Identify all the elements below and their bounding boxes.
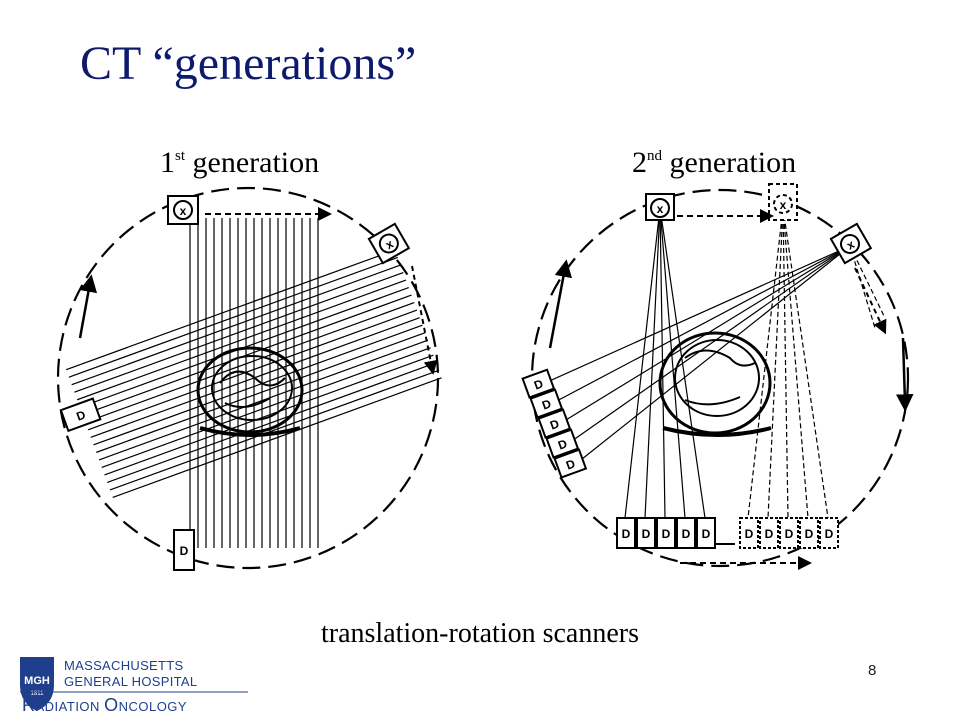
gantry-circle [530,188,910,568]
x-ray-source-translated: x [768,183,798,221]
svg-text:D: D [765,527,774,541]
x-ray-source-top: x [645,193,675,221]
fan-beam-rotated [544,245,851,464]
rotation-arrow-right [895,337,914,412]
fan-beam-rotated-translated [849,245,886,329]
second-generation-heading: 2nd generation [632,148,796,178]
svg-text:x: x [780,198,787,212]
slide-title: CT “generations” [80,37,417,90]
svg-text:x: x [657,202,664,216]
detector-left: D [59,397,102,433]
patient-cross-section [658,331,772,437]
gen1-number: 1 [160,146,175,179]
svg-text:D: D [180,544,189,558]
fan-beam-translated [747,207,829,519]
gen1-suffix: st [175,148,186,164]
detector-array-bottom: D D D D D [616,517,716,549]
gen2-label: generation [662,146,797,179]
translation-arrow-right [854,267,887,335]
logo-line1: MASSACHUSETTS [64,658,184,673]
svg-text:D: D [702,527,711,541]
svg-text:D: D [622,527,631,541]
svg-text:x: x [180,204,187,218]
svg-text:1811: 1811 [31,691,45,697]
tilted-beam-set [65,249,442,499]
gen2-number: 2 [632,146,647,179]
x-ray-source-rotated: x [829,222,873,265]
x-ray-source-rotated: x [367,222,411,265]
rotation-arrow [78,274,98,339]
vertical-beam-set [189,218,319,548]
detector-bottom: D [173,529,195,571]
svg-text:D: D [682,527,691,541]
first-generation-heading: 1st generation [160,148,319,178]
svg-text:D: D [745,527,754,541]
detector-array-left: D D D D D [521,368,588,479]
page-number: 8 [868,662,877,679]
patient-cross-section [196,346,304,437]
logo-line2: GENERAL HOSPITAL [64,674,197,689]
gen1-label: generation [185,146,320,179]
svg-text:D: D [642,527,651,541]
mgh-shield-icon: MGH 1811 [20,657,54,711]
gen2-suffix: nd [647,148,662,164]
svg-text:D: D [805,527,814,541]
svg-text:MGH: MGH [24,675,50,687]
svg-text:D: D [662,527,671,541]
svg-text:D: D [825,527,834,541]
gantry-circle [56,186,440,570]
logo-department: RADIATION ONCOLOGY [22,695,187,715]
x-ray-source-top: x [167,195,199,225]
mgh-radiation-oncology-logo: MGH 1811 MASSACHUSETTS GENERAL HOSPITAL … [20,657,248,715]
detector-array-bottom-translated: D D D D D [739,517,839,549]
rotation-arrow-left [548,259,572,349]
first-generation-diagram: x x D D [56,186,442,571]
svg-text:D: D [785,527,794,541]
second-generation-diagram: x x x D D D D D D D D D D D D D D D [521,183,914,570]
slide-caption: translation-rotation scanners [320,618,639,649]
